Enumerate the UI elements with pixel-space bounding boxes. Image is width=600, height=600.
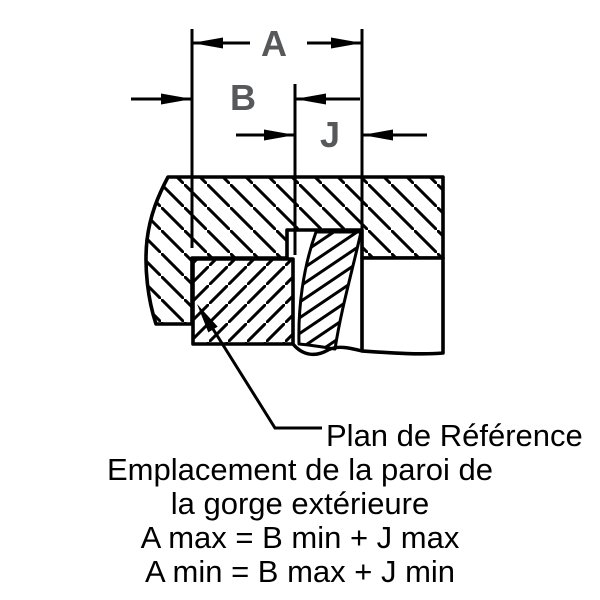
- dimension-j: J: [236, 114, 427, 155]
- dimension-j-arrow-left-icon: [264, 129, 295, 141]
- dimension-b: B: [131, 77, 360, 118]
- caption-line-2: la gorge extérieure: [170, 486, 430, 521]
- dimension-a: A: [192, 23, 362, 64]
- dimension-b-arrow-right-icon: [295, 93, 326, 105]
- groove-wall-band: [297, 230, 363, 351]
- caption-line-1: Emplacement de la paroi de: [106, 452, 493, 487]
- reference-plane-label: Plan de Référence: [326, 418, 583, 453]
- dimension-j-label: J: [320, 114, 340, 155]
- dimension-a-arrow-left-icon: [192, 37, 223, 49]
- dimension-b-label: B: [230, 77, 256, 118]
- leader-arrow-icon: [197, 304, 218, 333]
- leader-line: [211, 328, 322, 430]
- break-line-bottom: [291, 342, 363, 357]
- caption-formula-min: A min = B max + J min: [144, 554, 456, 589]
- dimension-a-label: A: [261, 23, 287, 64]
- reference-plane-leader: [197, 304, 322, 430]
- bore-cavity: [360, 256, 445, 356]
- part-cross-section: [144, 175, 445, 357]
- main-body-section: [144, 175, 445, 326]
- dimension-a-arrow-right-icon: [331, 37, 362, 49]
- caption-formula-max: A max = B min + J max: [140, 520, 460, 555]
- dimension-j-arrow-right-icon: [362, 129, 393, 141]
- caption-block: Emplacement de la paroi de la gorge exté…: [0, 453, 600, 589]
- dimension-b-arrow-left-icon: [161, 93, 192, 105]
- extension-lines: [190, 29, 364, 255]
